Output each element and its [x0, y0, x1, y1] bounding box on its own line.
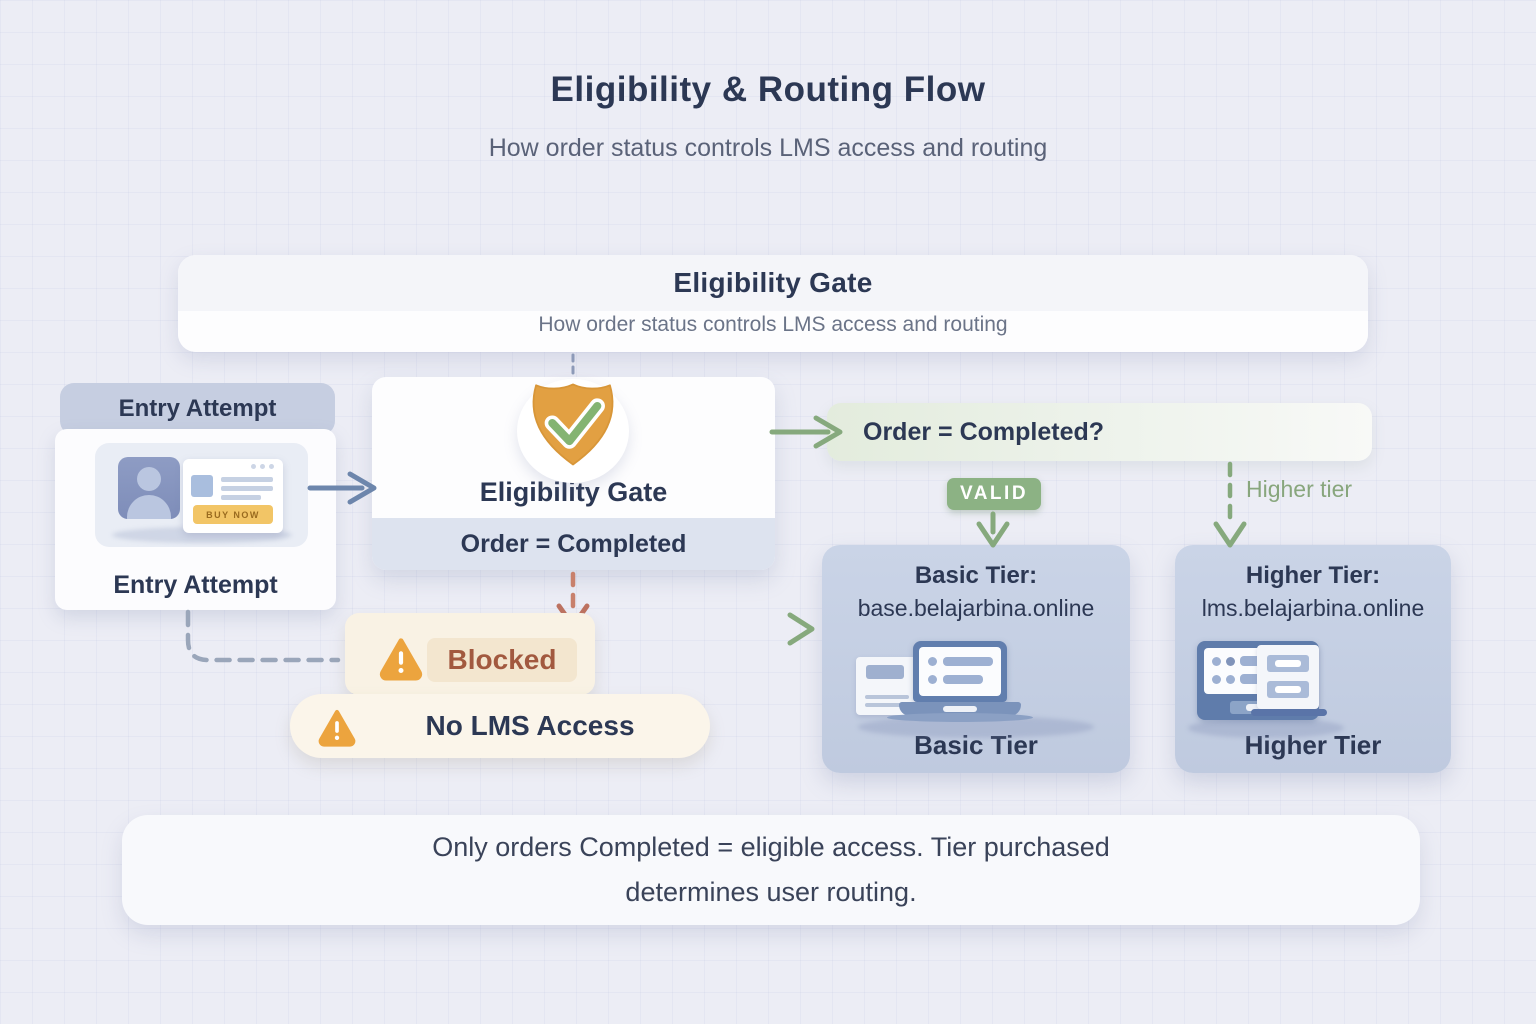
banner-subtitle: How order status controls LMS access and… [538, 313, 1008, 336]
avatar-head [137, 467, 161, 491]
text-line [865, 695, 909, 699]
higher-tier-branch-label: Higher tier [1246, 476, 1353, 502]
banner-subtitle-row: How order status controls LMS access and… [178, 311, 1368, 352]
summary-line-1: Only orders Completed = eligible access.… [432, 832, 1110, 862]
blocked-box: Blocked [345, 613, 595, 695]
window-dot-icon [251, 464, 256, 469]
user-avatar-icon [118, 457, 180, 519]
side-card-base [1251, 709, 1327, 716]
blocked-highlight [427, 638, 577, 682]
question-text: Order = Completed? [863, 417, 1105, 446]
valid-badge: VALID [947, 478, 1041, 510]
warning-triangle-icon [379, 638, 423, 681]
text-line [221, 495, 261, 500]
order-completed-question-bar: Order = Completed? [827, 403, 1372, 461]
text-line [865, 703, 909, 707]
product-thumbnail [191, 475, 213, 497]
no-lms-access-label: No LMS Access [425, 710, 635, 741]
entry-attempt-header: Entry Attempt [60, 383, 335, 435]
laptop-icon [913, 641, 1007, 702]
checkout-window-illustration: BUY NOW [183, 459, 283, 533]
window-dot-icon [269, 464, 274, 469]
banner-title: Eligibility Gate [673, 267, 873, 298]
higher-tier-title: Higher Tier: [1245, 562, 1381, 589]
gate-condition: Order = Completed [372, 518, 775, 570]
window-dot-icon [260, 464, 265, 469]
arrow-blocked-to-basic [591, 612, 815, 646]
basic-tier-title: Basic Tier: [914, 562, 1038, 589]
no-lms-access-box: No LMS Access [290, 694, 710, 758]
blocked-label: Blocked [447, 644, 557, 675]
basic-tier-domain: base.belajarbina.online [857, 595, 1095, 621]
buy-now-button: BUY NOW [193, 505, 273, 524]
page-title: Eligibility & Routing Flow [550, 70, 986, 109]
warning-triangle-icon [318, 709, 356, 747]
basic-illustration-shadow [858, 716, 1094, 738]
higher-tier-caption: Higher Tier [1244, 730, 1382, 760]
entry-attempt-caption: Entry Attempt [113, 571, 278, 599]
card-header-bar [866, 665, 904, 679]
summary-line-2: determines user routing. [625, 877, 917, 907]
laptop-base [887, 713, 1033, 722]
banner-title-row: Eligibility Gate [178, 255, 1368, 311]
laptop-screen [919, 647, 1001, 696]
text-line [221, 477, 273, 482]
avatar-body [127, 495, 171, 519]
arrow-valid-to-basic [976, 511, 1010, 548]
page-subtitle: How order status controls LMS access and… [488, 134, 1048, 162]
text-line [221, 486, 273, 491]
summary-bar: Only orders Completed = eligible access.… [122, 815, 1420, 925]
higher-side-card [1257, 645, 1319, 709]
eligibility-gate-banner: Eligibility Gate How order status contro… [178, 255, 1368, 352]
arrow-question-to-higher [1213, 461, 1247, 548]
higher-illustration-shadow [1188, 718, 1344, 738]
connector-entry-to-blocked [185, 609, 341, 663]
shield-check-icon [532, 383, 614, 466]
basic-tier-caption: Basic Tier [914, 730, 1038, 760]
laptop-keyboard [899, 702, 1021, 716]
higher-tier-domain: lms.belajarbina.online [1201, 595, 1425, 621]
